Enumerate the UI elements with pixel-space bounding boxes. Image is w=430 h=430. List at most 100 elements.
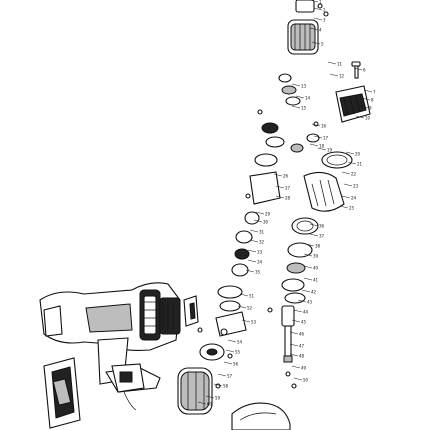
callout-leader <box>341 195 351 199</box>
callout-leader <box>289 343 299 347</box>
callout-leader <box>205 395 215 399</box>
callout-leader <box>289 353 299 357</box>
callout-number: 47 <box>299 344 305 349</box>
screw-part <box>351 61 361 79</box>
callout-number: 25 <box>349 206 355 211</box>
callout-leader <box>309 233 319 237</box>
callout-number: 59 <box>215 396 221 401</box>
callout-number: 50 <box>303 378 309 383</box>
callout-leader <box>295 95 305 99</box>
callout-number: 54 <box>237 340 243 345</box>
callout-number: 15 <box>301 106 307 111</box>
callout-leader <box>353 67 363 71</box>
callout-leader <box>213 383 223 387</box>
callout-number: 7 <box>373 90 376 95</box>
callout-leader <box>291 83 301 87</box>
callout-number: 60 <box>207 402 213 407</box>
callout-leader <box>313 17 323 21</box>
callout-leader <box>305 243 315 247</box>
callout-number: 6 <box>363 68 366 73</box>
callout-leader <box>311 123 321 127</box>
callout-number: 46 <box>299 332 305 337</box>
callout-leader <box>309 143 319 147</box>
callout-number: 39 <box>313 254 319 259</box>
callout-leader <box>301 289 311 293</box>
callout-leader <box>247 259 257 263</box>
callout-leader <box>347 161 357 165</box>
callout-number: 55 <box>235 350 241 355</box>
callout-number: 31 <box>259 230 265 235</box>
callout-leader <box>223 361 233 365</box>
callout-number: 20 <box>355 152 361 157</box>
callout-number: 16 <box>321 124 327 129</box>
callout-number: 43 <box>307 300 313 305</box>
callout-leader <box>363 89 373 93</box>
callout-number: 1 <box>319 0 322 5</box>
callout-leader <box>291 105 301 109</box>
callout-number: 41 <box>313 278 319 283</box>
callout-leader <box>303 277 313 281</box>
callout-leader <box>289 331 299 335</box>
callout-leader <box>309 27 319 31</box>
clutch-housing <box>249 171 345 212</box>
callout-leader <box>255 211 265 215</box>
callout-leader <box>303 265 313 269</box>
callout-leader <box>225 349 235 353</box>
callout-number: 53 <box>251 320 257 325</box>
callout-leader <box>249 239 259 243</box>
callout-number: 44 <box>303 310 309 315</box>
callout-leader <box>309 223 319 227</box>
callout-leader <box>309 0 319 3</box>
callout-leader <box>291 365 301 369</box>
callout-number: 3 <box>323 18 326 23</box>
callout-number: 52 <box>247 306 253 311</box>
callout-number: 10 <box>365 116 371 121</box>
callout-leader <box>327 61 337 65</box>
callout-leader <box>345 151 355 155</box>
callout-leader <box>237 305 247 309</box>
callout-leader <box>329 73 339 77</box>
callout-number: 4 <box>319 28 322 33</box>
callout-number: 49 <box>301 366 307 371</box>
spindle-shaft <box>281 305 295 363</box>
callout-leader <box>247 249 257 253</box>
callout-leader <box>275 195 285 199</box>
callout-leader <box>359 105 369 109</box>
callout-leader <box>253 219 263 223</box>
callout-number: 23 <box>353 184 359 189</box>
callout-leader <box>293 377 303 381</box>
callout-number: 22 <box>351 172 357 177</box>
callout-leader <box>311 41 321 45</box>
drill-chuck <box>335 85 371 123</box>
callout-number: 36 <box>319 224 325 229</box>
callout-number: 2 <box>323 8 326 13</box>
callout-number: 24 <box>351 196 357 201</box>
callout-leader <box>313 7 323 11</box>
callout-leader <box>303 253 313 257</box>
callout-number: 51 <box>249 294 255 299</box>
callout-number: 27 <box>285 186 291 191</box>
callout-leader <box>217 373 227 377</box>
callout-leader <box>355 115 365 119</box>
callout-leader <box>239 293 249 297</box>
callout-leader <box>297 299 307 303</box>
callout-number: 13 <box>301 84 307 89</box>
bottom-housing <box>231 402 291 430</box>
battery-pack <box>43 357 81 429</box>
callout-leader <box>291 319 301 323</box>
callout-number: 12 <box>339 74 345 79</box>
callout-layer: 1234567891011121314151617181920212223242… <box>197 0 376 407</box>
callout-number: 18 <box>319 144 325 149</box>
callout-leader <box>317 147 327 151</box>
callout-number: 58 <box>223 384 229 389</box>
side-clamp-parts <box>183 295 228 336</box>
drill-main-body <box>39 282 181 351</box>
small-screws <box>197 3 329 389</box>
callout-number: 37 <box>319 234 325 239</box>
callout-number: 30 <box>263 220 269 225</box>
callout-number: 38 <box>315 244 321 249</box>
callout-number: 11 <box>337 62 343 67</box>
callout-number: 28 <box>285 196 291 201</box>
callout-leader <box>339 205 349 209</box>
callout-number: 9 <box>369 106 372 111</box>
